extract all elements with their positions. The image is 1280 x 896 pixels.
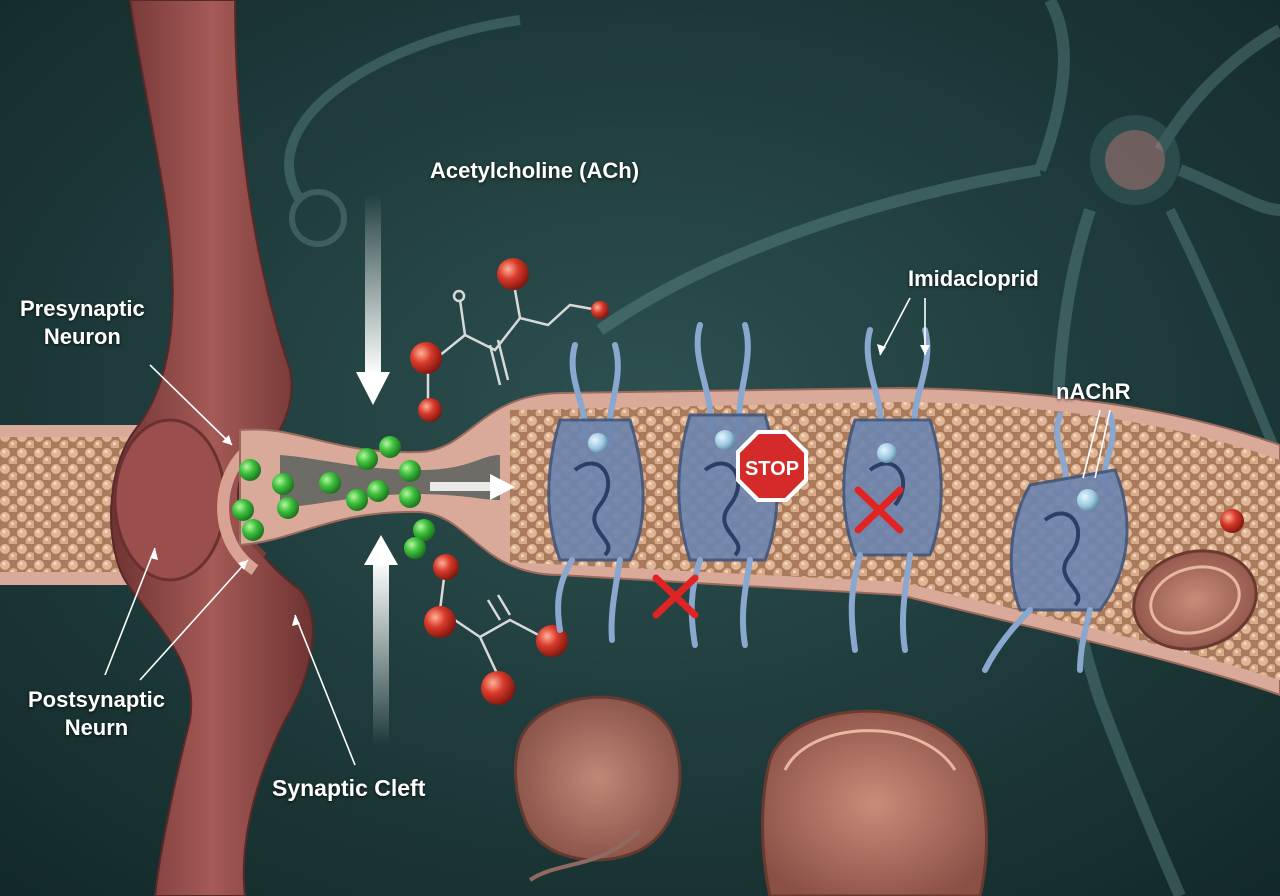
ach-molecule — [399, 486, 421, 508]
postsynaptic-label-line1: Postsynaptic — [28, 687, 165, 712]
ach-molecule — [319, 472, 341, 494]
label-pointer-heads — [150, 344, 930, 626]
stop-sign-text: STOP — [745, 458, 799, 480]
ach-molecule — [379, 436, 401, 458]
postsynaptic-neuron-label: Postsynaptic Neurn — [28, 686, 165, 741]
presynaptic-neuron-label: Presynaptic Neuron — [20, 295, 145, 350]
mitochondrion-bottom-left — [513, 695, 682, 882]
imidacloprid-molecules-bottom — [424, 554, 568, 705]
ach-molecule — [242, 519, 264, 541]
ach-molecule — [346, 489, 368, 511]
mitochondrion-bottom-center — [761, 709, 988, 896]
ach-molecule — [399, 460, 421, 482]
ach-molecule — [277, 497, 299, 519]
mitochondrion-right — [1132, 549, 1258, 651]
ach-molecule — [404, 537, 426, 559]
ach-molecule — [367, 480, 389, 502]
red-x-icon — [854, 486, 904, 534]
ach-molecule — [356, 448, 378, 470]
acetylcholine-label: Acetylcholine (ACh) — [430, 158, 640, 183]
imidacloprid-molecules — [410, 258, 1244, 533]
white-arrow-icon — [364, 535, 398, 745]
postsynaptic-label-line2: Neurn — [64, 714, 129, 740]
white-arrow-icon — [430, 474, 515, 500]
nachr-label: nAChR — [1056, 379, 1131, 404]
synaptic-cleft-label: Synaptic Cleft — [272, 775, 426, 801]
ach-molecules — [232, 436, 435, 559]
imidacloprid-label: Imidacloprid — [908, 266, 1039, 291]
white-arrow-icon — [356, 195, 390, 405]
ach-molecule — [232, 499, 254, 521]
background-neuron-soma — [1090, 115, 1180, 205]
red-x-icon — [652, 574, 699, 619]
nachr-receptor — [547, 342, 645, 643]
ach-molecule — [413, 519, 435, 541]
nachr-receptor — [982, 412, 1129, 673]
ach-molecule — [239, 459, 261, 481]
stop-sign-icon: STOP — [736, 430, 808, 502]
presynaptic-label-line1: Presynaptic — [20, 296, 145, 321]
presynaptic-label-line2: Neuron — [43, 323, 121, 349]
ach-molecule — [272, 473, 294, 495]
